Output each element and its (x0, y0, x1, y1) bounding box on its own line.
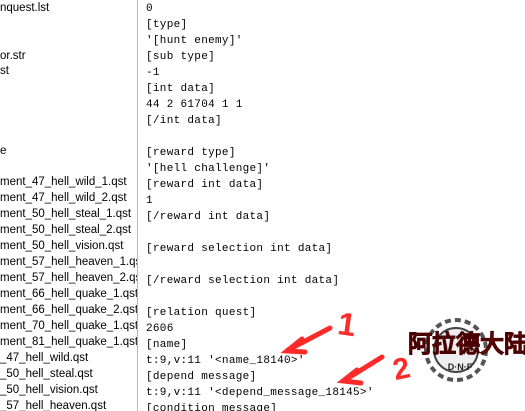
file-list-item[interactable]: _50_hell_vision.qst (0, 384, 98, 396)
text-line: [/int data] (146, 115, 222, 127)
text-line: [relation quest] (146, 307, 257, 319)
text-line: [sub type] (146, 51, 216, 63)
file-list-item[interactable]: ment_50_hell_vision.qst (0, 240, 124, 252)
text-line: 2606 (146, 323, 174, 335)
text-editor-pane[interactable]: 0 [type] '[hunt enemy]' [sub type] -1 [int da… (138, 0, 525, 411)
text-line: [/reward int data] (146, 211, 271, 223)
text-line: [reward int data] (146, 179, 264, 191)
file-list-item[interactable]: ment_66_hell_quake_1.qst (0, 288, 137, 300)
text-line: 44 2 61704 1 1 (146, 99, 243, 111)
text-line: '[hunt enemy]' (146, 35, 243, 47)
file-list-item[interactable]: e (0, 145, 7, 157)
file-list-item[interactable]: ment_57_hell_heaven_2.qst (0, 272, 137, 284)
text-line: '[hell challenge]' (146, 163, 271, 175)
file-list-item[interactable]: nquest.lst (0, 2, 50, 14)
file-list-item[interactable]: _57_hell_heaven.qst (0, 400, 107, 411)
text-line: t:9,v:11 '<depend_message_18145>' (146, 387, 374, 399)
text-line: 1 (146, 195, 153, 207)
file-list-item[interactable]: ment_66_hell_quake_2.qst (0, 304, 137, 316)
text-line: [reward type] (146, 147, 236, 159)
text-line: -1 (146, 67, 160, 79)
text-line: [reward selection int data] (146, 243, 333, 255)
file-list-item[interactable]: or.str (0, 50, 26, 62)
file-list-item[interactable]: ment_70_hell_quake_1.qst (0, 320, 137, 332)
file-list-pane[interactable]: nquest.lst or.str st e ment_47_hell_wild_1.q… (0, 0, 137, 411)
text-line: [condition message] (146, 403, 278, 411)
file-list-item[interactable]: ment_50_hell_steal_2.qst (0, 224, 132, 236)
text-line: 0 (146, 3, 153, 15)
file-list-item[interactable]: ment_57_hell_heaven_1.qst (0, 256, 137, 268)
text-line: [/reward selection int data] (146, 275, 340, 287)
text-line: [depend message] (146, 371, 257, 383)
file-list-item[interactable]: _50_hell_steal.qst (0, 368, 93, 380)
text-line: [name] (146, 339, 188, 351)
file-list-item[interactable]: ment_81_hell_quake_1.qst (0, 336, 137, 348)
text-line: [int data] (146, 83, 216, 95)
file-list-item[interactable]: ment_47_hell_wild_2.qst (0, 192, 127, 204)
pane-divider[interactable] (137, 0, 138, 411)
file-list-item[interactable]: ment_50_hell_steal_1.qst (0, 208, 132, 220)
file-list-item[interactable]: _47_hell_wild.qst (0, 352, 89, 364)
text-line: t:9,v:11 '<name_18140>' (146, 355, 305, 367)
text-line: [type] (146, 19, 188, 31)
file-list-item[interactable]: ment_47_hell_wild_1.qst (0, 176, 127, 188)
file-list-item[interactable]: st (0, 65, 9, 77)
